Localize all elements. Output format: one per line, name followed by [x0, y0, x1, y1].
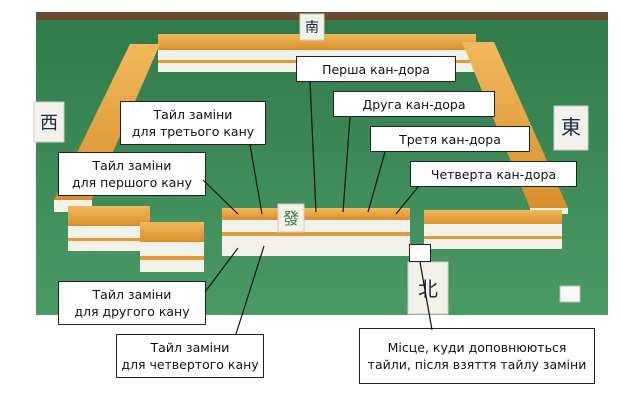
- callout-fourth-kan-replacement-line2: для четвертого кану: [121, 357, 259, 372]
- far-wind-glyph: 南: [305, 20, 319, 36]
- callout-replenish-spot-line2: тайли, після взяття тайлу заміни: [367, 357, 587, 372]
- replenish-spot-marker: [409, 244, 431, 262]
- far-wind-tile: [299, 13, 325, 41]
- dice: [559, 285, 581, 303]
- callout-second-kan-replacement-line1: Тайл заміни: [92, 287, 172, 302]
- callout-second-kan-dora: Друга кан-дора: [333, 91, 495, 117]
- callout-third-kan-replacement-line2: для третього кану: [131, 124, 255, 139]
- left-wind-glyph: 西: [40, 113, 58, 134]
- front-wind-glyph: 北: [418, 277, 438, 301]
- dead-wall: [222, 203, 410, 256]
- callout-first-kan-replacement-line1: Тайл заміни: [92, 158, 172, 173]
- right-wind-tile: [553, 105, 589, 151]
- callout-first-kan-replacement: Тайл заміни для першого кану: [58, 152, 206, 196]
- front-left-wall: [68, 206, 204, 272]
- right-wind-glyph: 東: [561, 115, 581, 139]
- callout-third-kan-replacement: Тайл заміни для третього кану: [120, 101, 266, 145]
- front-right-wall: [424, 210, 562, 249]
- callout-third-kan-dora-text: Третя кан-дора: [399, 131, 501, 147]
- callout-third-kan-dora: Третя кан-дора: [370, 126, 530, 152]
- left-wind-tile: [33, 101, 65, 143]
- callout-fourth-kan-dora: Четверта кан-дора: [410, 161, 577, 187]
- callout-replenish-spot: Місце, куди доповнюються тайли, після вз…: [359, 328, 595, 384]
- callout-second-kan-dora-text: Друга кан-дора: [362, 96, 466, 112]
- callout-second-kan-replacement: Тайл заміни для другого кану: [58, 281, 206, 325]
- callout-first-kan-dora: Перша кан-дора: [296, 56, 456, 82]
- callout-replenish-spot-line1: Місце, куди доповнюються: [387, 340, 567, 355]
- callout-fourth-kan-dora-text: Четверта кан-дора: [430, 166, 557, 182]
- callout-second-kan-replacement-line2: для другого кану: [74, 304, 190, 319]
- callout-third-kan-replacement-line1: Тайл заміни: [153, 107, 233, 122]
- callout-first-kan-dora-text: Перша кан-дора: [322, 61, 430, 77]
- callout-first-kan-replacement-line2: для першого кану: [72, 175, 192, 190]
- callout-fourth-kan-replacement: Тайл заміни для четвертого кану: [116, 334, 264, 378]
- dora-indicator-glyph: 發: [283, 209, 299, 228]
- callout-fourth-kan-replacement-line1: Тайл заміни: [150, 340, 230, 355]
